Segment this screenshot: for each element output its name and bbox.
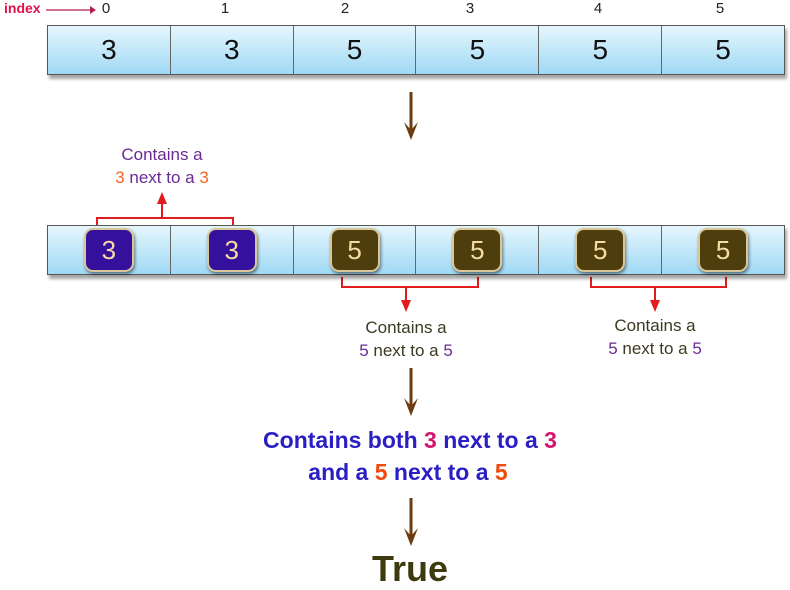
caption-num: 3 (199, 168, 209, 187)
caption-5-pair-a: Contains a 5 next to a 5 (306, 316, 506, 362)
bracket-3-pair (96, 192, 479, 300)
caption-5-pair-b: Contains a 5 next to a 5 (555, 314, 755, 360)
index-label: index (4, 0, 41, 16)
conclusion-text: next to a (387, 459, 495, 485)
down-arrow-icon (404, 498, 418, 546)
caption-num: 5 (608, 339, 618, 358)
conclusion-num: 5 (494, 459, 508, 485)
index-number: 5 (715, 0, 725, 17)
array-cell: 5 (416, 26, 540, 74)
array-cell: 5 (416, 226, 540, 274)
conclusion-num: 3 (424, 427, 437, 453)
array-cell: 5 (293, 226, 417, 274)
highlighted-value-badge: 5 (452, 228, 503, 272)
down-arrow-icon (404, 368, 418, 416)
array-cell: 5 (539, 26, 663, 74)
index-arrow-icon (46, 6, 96, 14)
conclusion-num: 5 (374, 459, 388, 485)
caption-text: next to a (617, 339, 693, 358)
caption-num: 5 (359, 341, 369, 360)
caption-line: Contains a (365, 318, 447, 337)
highlighted-value-badge: 3 (206, 228, 257, 272)
index-number: 3 (465, 0, 475, 17)
caption-text: next to a (368, 341, 444, 360)
caption-3-pair: Contains a 3 next to a 3 (62, 143, 262, 189)
conclusion-line-1: Contains both 3 next to a 3 (0, 427, 790, 454)
caption-num: 3 (115, 168, 125, 187)
bracket-5-pairs (401, 277, 727, 312)
array-cell: 5 (293, 26, 417, 74)
conclusion-text: and a (308, 459, 375, 485)
array-cell: 5 (539, 226, 663, 274)
index-number: 4 (593, 0, 603, 17)
caption-num: 5 (443, 341, 453, 360)
conclusion-line-2: and a 5 next to a 5 (0, 459, 790, 486)
conclusion-text: next to a (436, 427, 545, 453)
array-cell: 3 (170, 226, 294, 274)
array-cell: 3 (170, 26, 294, 74)
conclusion-text: Contains both (263, 427, 425, 453)
highlighted-array: 3 3 5 5 5 5 (47, 225, 785, 275)
caption-line: Contains a (614, 316, 696, 335)
highlighted-value-badge: 5 (698, 228, 749, 272)
array-cell: 3 (48, 226, 171, 274)
highlighted-value-badge: 5 (329, 228, 380, 272)
conclusion-num: 3 (544, 427, 557, 453)
index-number: 1 (220, 0, 230, 17)
highlighted-value-badge: 3 (83, 228, 134, 272)
index-number: 0 (101, 0, 111, 17)
array-cell: 5 (662, 226, 784, 274)
array-cell: 5 (662, 26, 784, 74)
caption-text: next to a (124, 168, 200, 187)
result-text: True (371, 548, 449, 589)
caption-line: Contains a (121, 145, 203, 164)
highlighted-value-badge: 5 (575, 228, 626, 272)
caption-num: 5 (692, 339, 702, 358)
down-arrow-icon (404, 92, 418, 140)
array-cell: 3 (48, 26, 171, 74)
index-number: 2 (340, 0, 350, 17)
